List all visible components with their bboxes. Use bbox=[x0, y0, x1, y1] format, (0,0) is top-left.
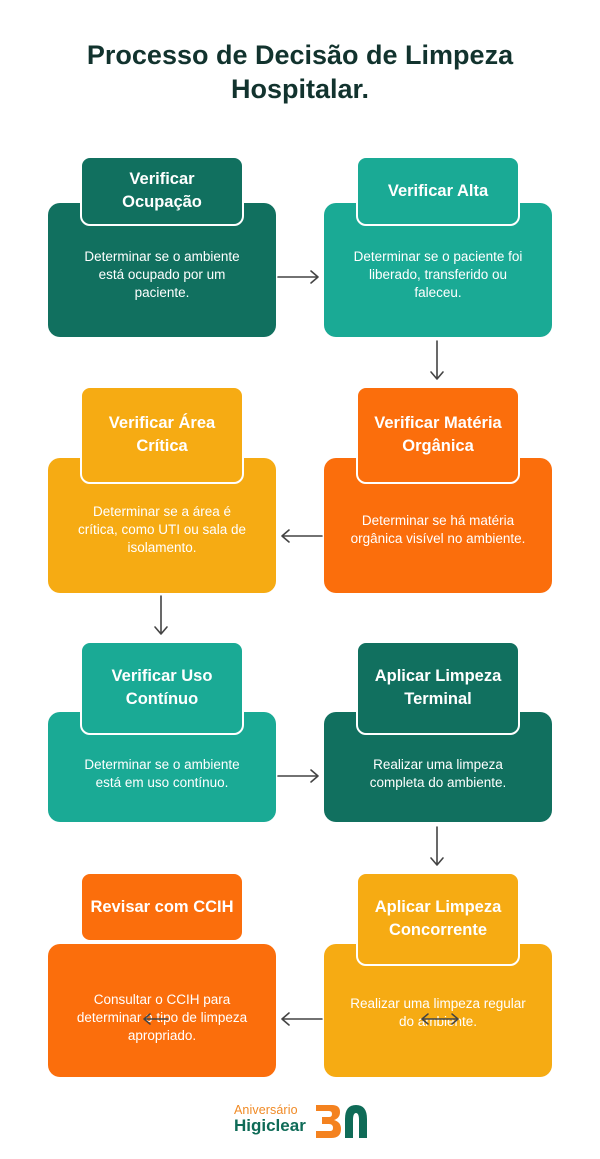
step-card: Consultar o CCIH para determinar o tipo … bbox=[48, 944, 276, 1077]
double-arrow-icon bbox=[421, 1013, 459, 1025]
step-title: Revisar com CCIH bbox=[90, 897, 234, 916]
logo-30-mark bbox=[316, 1105, 367, 1138]
step-description: Determinar se a área é crítica, como UTI… bbox=[77, 503, 247, 555]
step-description: Determinar se há matéria orgânica visíve… bbox=[350, 512, 526, 546]
arrow-left-icon bbox=[143, 1013, 169, 1025]
step-title-tab: Verificar Alta bbox=[356, 156, 520, 226]
step-description: Consultar o CCIH para determinar o tipo … bbox=[76, 991, 248, 1043]
arrow-down-icon bbox=[154, 595, 168, 635]
step-title-tab: Aplicar Limpeza Concorrente bbox=[356, 872, 520, 966]
step-title: Verificar Alta bbox=[387, 181, 489, 200]
logo-anniversary-text: Aniversário bbox=[234, 1103, 298, 1117]
higiclear-30-logo: Aniversário Higiclear bbox=[232, 1099, 372, 1141]
arrow-down-icon bbox=[430, 826, 444, 866]
step-description: Realizar uma limpeza completa do ambient… bbox=[369, 757, 507, 790]
step-title-tab: Verificar Matéria Orgânica bbox=[356, 386, 520, 484]
step-title: Verificar Uso Contínuo bbox=[111, 667, 213, 708]
step-description: Determinar se o ambiente está ocupado po… bbox=[84, 249, 240, 300]
step-description: Determinar se o paciente foi liberado, t… bbox=[353, 249, 523, 300]
step-title-tab: Aplicar Limpeza Terminal bbox=[356, 641, 520, 735]
arrow-down-icon bbox=[430, 340, 444, 380]
arrow-right-icon bbox=[277, 270, 319, 284]
step-title: Verificar Ocupação bbox=[122, 170, 202, 211]
arrow-left-icon bbox=[281, 529, 323, 543]
step-title-tab: Revisar com CCIH bbox=[80, 872, 244, 942]
step-description: Realizar uma limpeza regular do ambiente… bbox=[350, 995, 526, 1029]
arrow-right-icon bbox=[277, 769, 319, 783]
step-title: Aplicar Limpeza Terminal bbox=[374, 667, 502, 708]
step-title-tab: Verificar Uso Contínuo bbox=[80, 641, 244, 735]
step-title-tab: Verificar Área Crítica bbox=[80, 386, 244, 484]
step-title: Verificar Área Crítica bbox=[108, 414, 216, 455]
logo-brand-text: Higiclear bbox=[234, 1116, 306, 1135]
page-title: Processo de Decisão de Limpeza Hospitala… bbox=[86, 40, 514, 104]
step-description: Determinar se o ambiente está em uso con… bbox=[84, 757, 240, 790]
step-title: Aplicar Limpeza Concorrente bbox=[374, 898, 502, 939]
step-title: Verificar Matéria Orgânica bbox=[374, 414, 502, 455]
arrow-left-icon bbox=[281, 1012, 323, 1026]
step-title-tab: Verificar Ocupação bbox=[80, 156, 244, 226]
step-card: Realizar uma limpeza regular do ambiente… bbox=[324, 944, 552, 1077]
